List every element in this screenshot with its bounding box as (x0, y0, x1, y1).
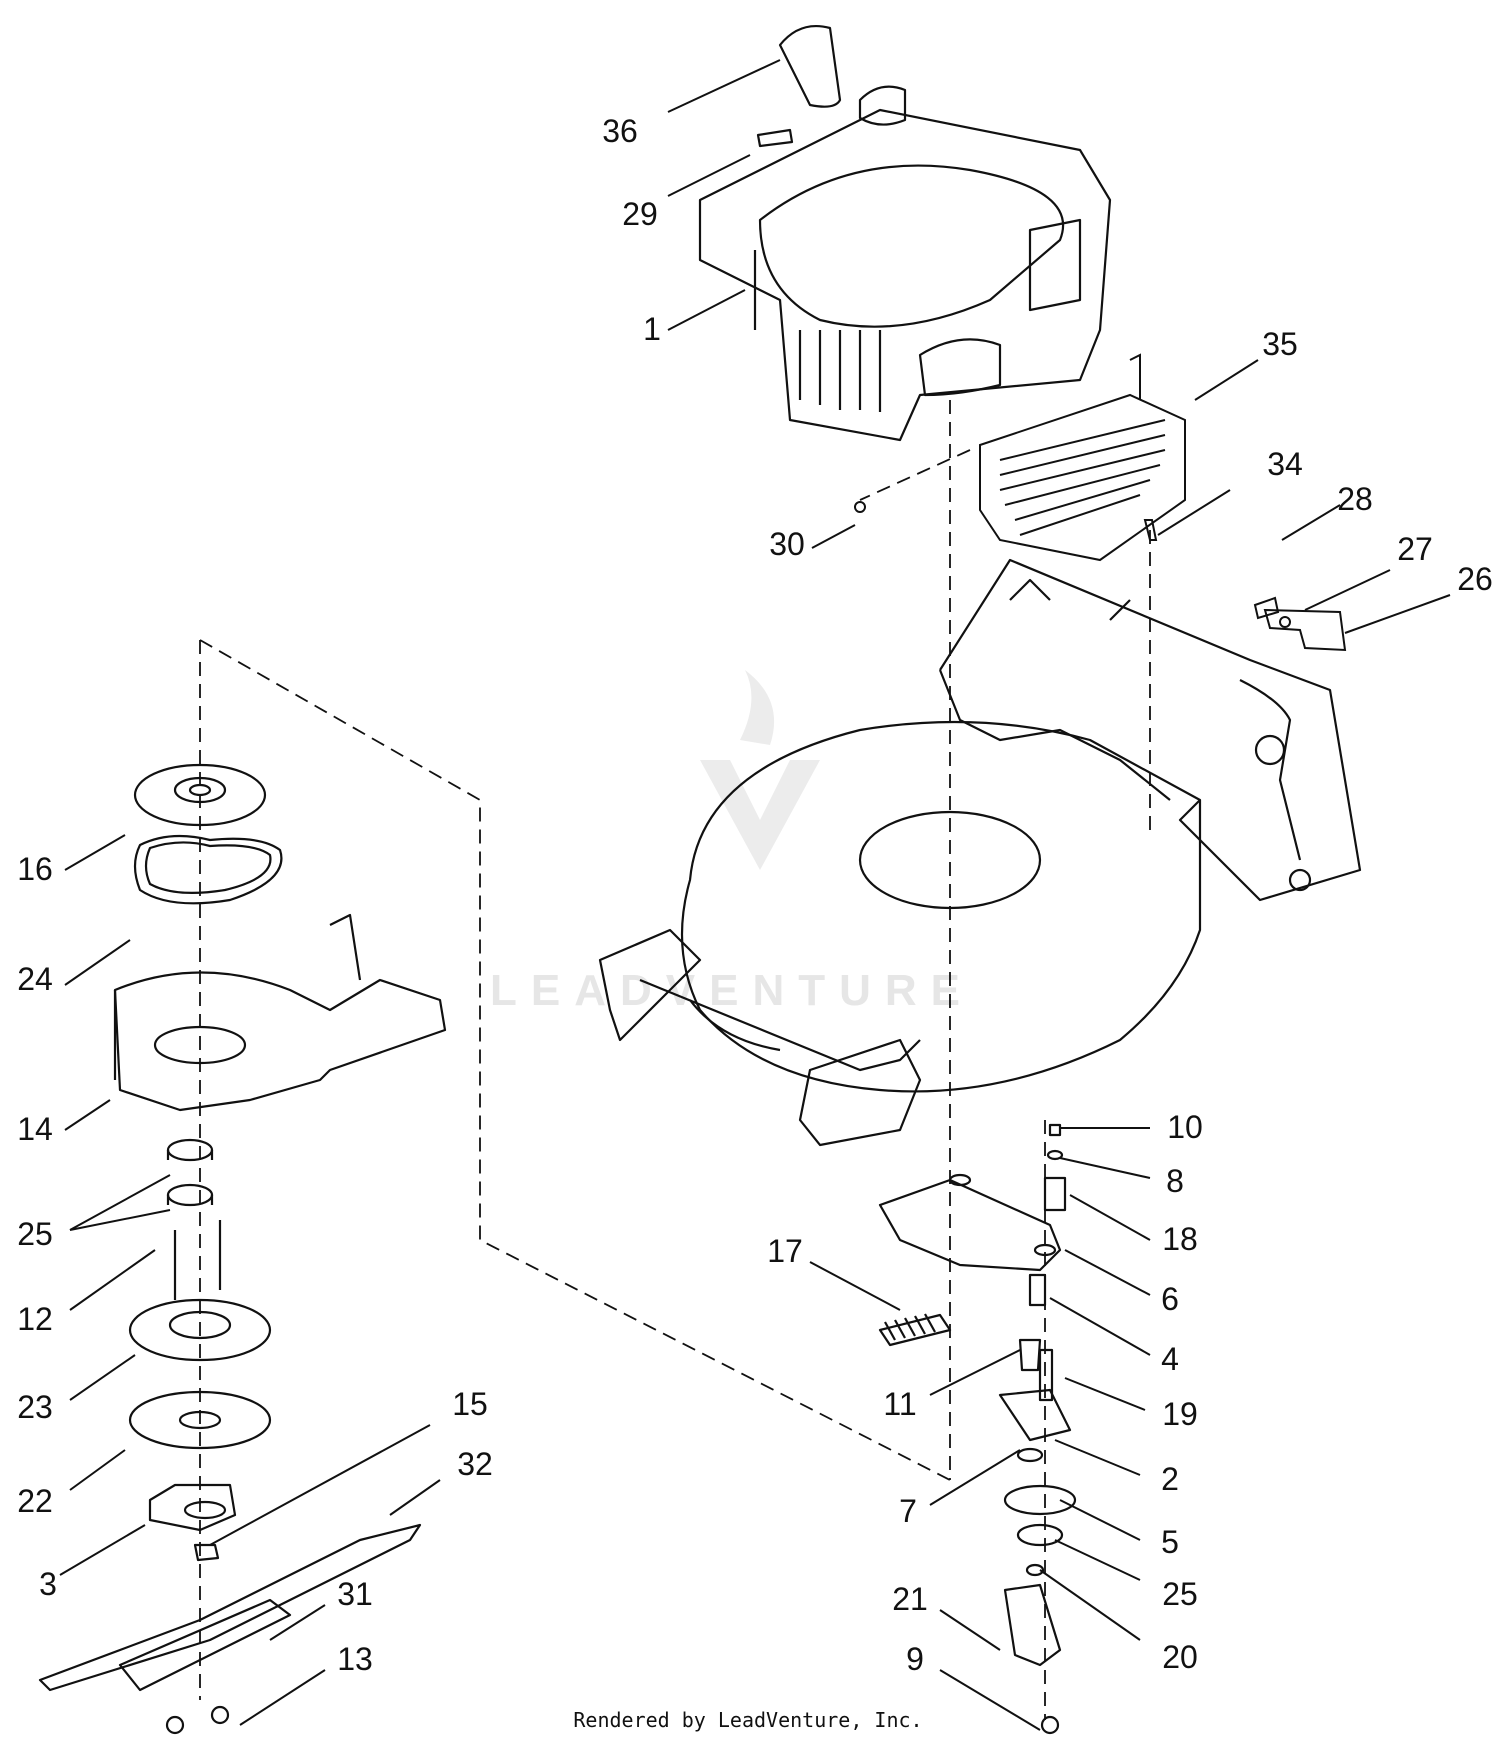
muffler-guard (854, 353, 1186, 562)
callout-15: 15 (452, 1386, 488, 1422)
part-4 (1028, 1273, 1047, 1307)
part-2-plate (998, 1388, 1072, 1442)
callout-21: 21 (892, 1581, 928, 1617)
part-24-belt (133, 834, 283, 905)
callout-25-right: 25 (1162, 1576, 1198, 1612)
part-23-pulley (128, 1298, 272, 1362)
part-13-nut-b (210, 1705, 230, 1725)
part-34-bolt (1143, 519, 1158, 541)
callout-30: 30 (769, 526, 805, 562)
part-20 (1025, 1563, 1045, 1577)
part-21-bracket (1003, 1583, 1062, 1667)
part-30-screw (854, 501, 866, 513)
callout-22: 22 (17, 1483, 53, 1519)
callout-18: 18 (1162, 1221, 1198, 1257)
part-31-baffle (118, 1598, 292, 1692)
part-5 (1003, 1484, 1077, 1516)
callout-24: 24 (17, 961, 53, 997)
part-13-nut-a (165, 1715, 185, 1735)
part-29-plate (756, 128, 794, 148)
watermark-text: LEADVENTURE (490, 966, 974, 1015)
callout-34: 34 (1267, 446, 1303, 482)
callout-35: 35 (1262, 326, 1298, 362)
callout-31: 31 (337, 1576, 373, 1612)
part-19 (1038, 1348, 1054, 1402)
part-36-tab (778, 24, 842, 108)
callout-19: 19 (1162, 1396, 1198, 1432)
watermark: LEADVENTURE (490, 670, 974, 1015)
part-25-bearing-upper (166, 1138, 214, 1162)
idler-assembly (878, 1123, 1077, 1735)
callout-13: 13 (337, 1641, 373, 1677)
part-32-blade (38, 1523, 422, 1692)
callout-3: 3 (39, 1566, 57, 1602)
callout-20: 20 (1162, 1639, 1198, 1675)
callout-2: 2 (1161, 1461, 1179, 1497)
callout-16: 16 (17, 851, 53, 887)
fuel-cap (858, 85, 907, 126)
callout-23: 23 (17, 1389, 53, 1425)
callout-7: 7 (899, 1493, 917, 1529)
part-10 (1048, 1123, 1062, 1137)
leader-lines (59, 59, 1451, 1731)
part-12-bolts (173, 1220, 222, 1300)
part-18 (1043, 1176, 1067, 1212)
callout-labels: 36 29 1 35 34 30 28 27 26 16 24 14 25 12… (17, 113, 1493, 1677)
dashed-assembly-lines (199, 400, 1151, 1720)
callout-25-left: 25 (17, 1216, 53, 1252)
part-7-washer (1016, 1447, 1044, 1463)
engine-assembly (698, 24, 1112, 442)
part-16-pulley (133, 763, 267, 827)
part-15-nut (193, 1543, 220, 1562)
callout-9: 9 (906, 1641, 924, 1677)
callout-26: 26 (1457, 561, 1493, 597)
callout-5: 5 (1161, 1524, 1179, 1560)
blade-drive-assembly (38, 763, 447, 1735)
callout-1: 1 (643, 311, 661, 347)
part-3-adapter (148, 1483, 237, 1532)
callout-28: 28 (1337, 481, 1373, 517)
bracket-assembly (1253, 596, 1347, 652)
part-17-spring (878, 1313, 952, 1347)
callout-27: 27 (1397, 531, 1433, 567)
callout-4: 4 (1161, 1341, 1179, 1377)
part-22-plate (128, 1390, 272, 1450)
callout-6: 6 (1161, 1281, 1179, 1317)
callout-14: 14 (17, 1111, 53, 1147)
part-6-arm (878, 1178, 1062, 1272)
callout-36: 36 (602, 113, 638, 149)
part-25-bearing-lower (166, 1183, 214, 1207)
mower-deck (598, 558, 1362, 1147)
callout-32: 32 (457, 1446, 493, 1482)
callout-8: 8 (1166, 1163, 1184, 1199)
callout-12: 12 (17, 1301, 53, 1337)
callout-29: 29 (622, 196, 658, 232)
part-9-nut (1040, 1715, 1060, 1735)
callout-17: 17 (767, 1233, 803, 1269)
callout-11: 11 (883, 1386, 916, 1422)
part-11 (1018, 1338, 1042, 1372)
callout-10: 10 (1167, 1109, 1203, 1145)
part-8 (1046, 1149, 1064, 1161)
footer-credit: Rendered by LeadVenture, Inc. (573, 1708, 922, 1732)
part-25-bearing (1016, 1523, 1064, 1547)
part-14-cover (113, 971, 447, 1112)
